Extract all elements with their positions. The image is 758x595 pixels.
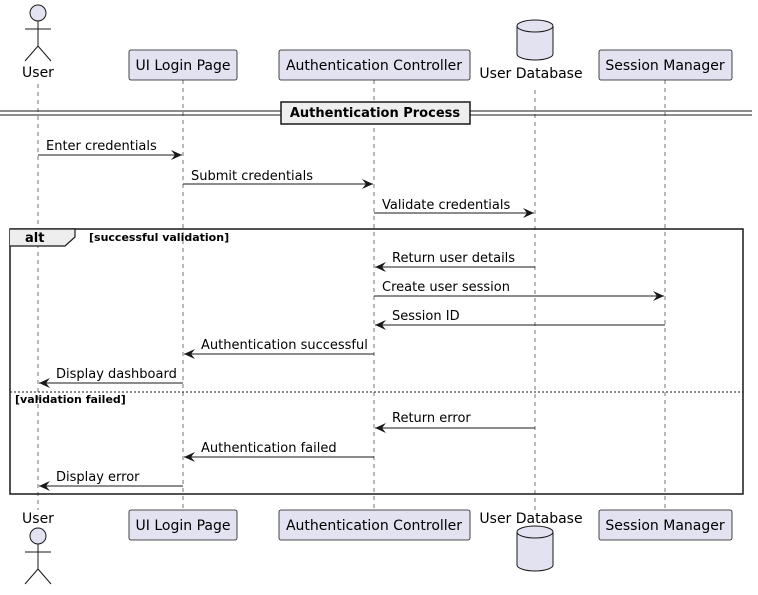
message-label: Create user session <box>382 280 510 295</box>
participant-user-top: User <box>22 4 54 81</box>
alt-guard-success: [successful validation] <box>89 231 229 244</box>
participant-label: Authentication Controller <box>286 58 462 74</box>
participant-session-manager-bottom: Session Manager <box>598 509 733 541</box>
participant-label: UI Login Page <box>136 518 231 534</box>
participant-label: Authentication Controller <box>286 518 462 534</box>
message-label: Return error <box>392 411 471 426</box>
section-separator: Authentication Process <box>0 101 752 125</box>
message-submit-credentials: Submit credentials <box>183 169 373 189</box>
message-label: Return user details <box>392 251 515 266</box>
participant-ui-login-page-top: UI Login Page <box>128 49 238 81</box>
alt-fragment: alt [successful validation] [validation … <box>9 228 744 495</box>
participant-session-manager-top: Session Manager <box>598 49 733 81</box>
message-validate-credentials: Validate credentials <box>374 198 534 218</box>
participant-label: User <box>22 65 54 81</box>
message-session-id: Session ID <box>375 309 665 330</box>
message-label: Display dashboard <box>56 367 177 382</box>
participant-label: UI Login Page <box>136 58 231 74</box>
message-authentication-successful: Authentication successful <box>184 338 374 359</box>
message-label: Authentication successful <box>201 338 368 353</box>
message-display-dashboard: Display dashboard <box>39 367 183 388</box>
message-create-user-session: Create user session <box>374 280 664 301</box>
separator-label: Authentication Process <box>290 106 461 121</box>
participant-user-bottom: User <box>22 511 54 585</box>
message-label: Display error <box>56 470 140 485</box>
message-return-user-details: Return user details <box>375 251 535 272</box>
message-label: Validate credentials <box>382 198 511 213</box>
participant-authentication-controller-bottom: Authentication Controller <box>278 509 471 541</box>
message-display-error: Display error <box>39 470 183 491</box>
alt-guard-failure: [validation failed] <box>15 393 126 406</box>
participant-authentication-controller-top: Authentication Controller <box>278 49 471 81</box>
message-label: Enter credentials <box>46 139 157 154</box>
participant-user-database-top: User Database <box>479 19 583 82</box>
message-label: Submit credentials <box>191 169 313 184</box>
participant-label: User Database <box>479 66 582 82</box>
message-label: Authentication failed <box>201 441 337 456</box>
actor-icon <box>24 4 52 62</box>
message-return-error: Return error <box>375 411 535 433</box>
actor-icon <box>24 527 52 585</box>
message-enter-credentials: Enter credentials <box>38 139 182 160</box>
participant-label: Session Manager <box>605 518 724 534</box>
database-icon <box>516 19 554 61</box>
participant-label: Session Manager <box>605 58 724 74</box>
alt-keyword: alt <box>25 231 44 246</box>
participant-ui-login-page-bottom: UI Login Page <box>128 509 238 541</box>
participant-user-database-bottom: User Database <box>479 511 583 572</box>
database-icon <box>516 525 554 572</box>
participant-label: User <box>22 511 54 527</box>
participant-label: User Database <box>479 511 582 527</box>
message-label: Session ID <box>392 309 460 324</box>
message-authentication-failed: Authentication failed <box>184 441 374 462</box>
